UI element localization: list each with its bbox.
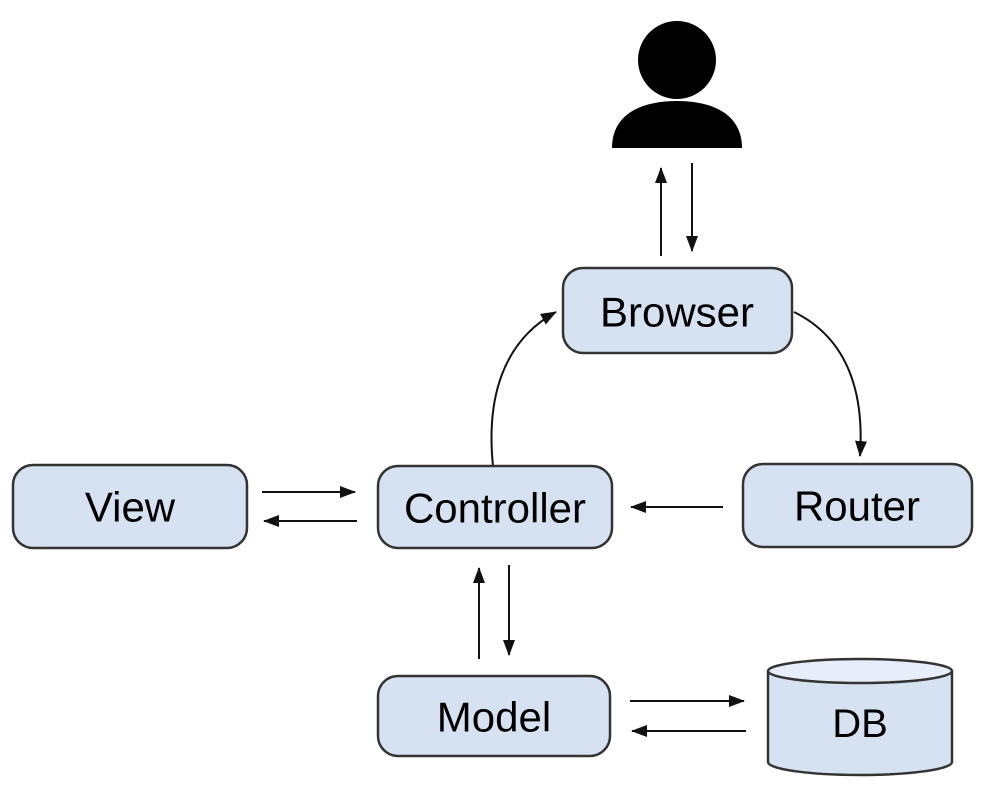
model-box [376, 674, 612, 758]
browser-box [561, 266, 794, 355]
person-head [638, 21, 716, 99]
router-label: Router [794, 483, 920, 530]
router-node: Router [741, 462, 974, 549]
db-cylinder-body [768, 671, 952, 775]
user-person-icon [612, 21, 742, 148]
view-node: View [11, 463, 249, 550]
controller-label: Controller [404, 485, 586, 532]
browser-label: Browser [600, 289, 754, 336]
db-node: DB [766, 657, 954, 777]
view-label: View [85, 484, 176, 531]
db-cylinder-top [766, 657, 954, 685]
person-shoulders [612, 101, 742, 148]
model-label: Model [437, 694, 551, 741]
model-node: Model [376, 674, 612, 758]
arrow-controller-to-browser [490, 311, 557, 467]
arrow-browser-to-router [793, 311, 868, 457]
router-box [741, 462, 974, 549]
view-box [11, 463, 249, 550]
controller-box [376, 464, 614, 550]
db-cylinder-outline [766, 671, 954, 777]
controller-node: Controller [376, 464, 614, 550]
db-label: DB [832, 702, 888, 746]
browser-node: Browser [561, 266, 794, 355]
